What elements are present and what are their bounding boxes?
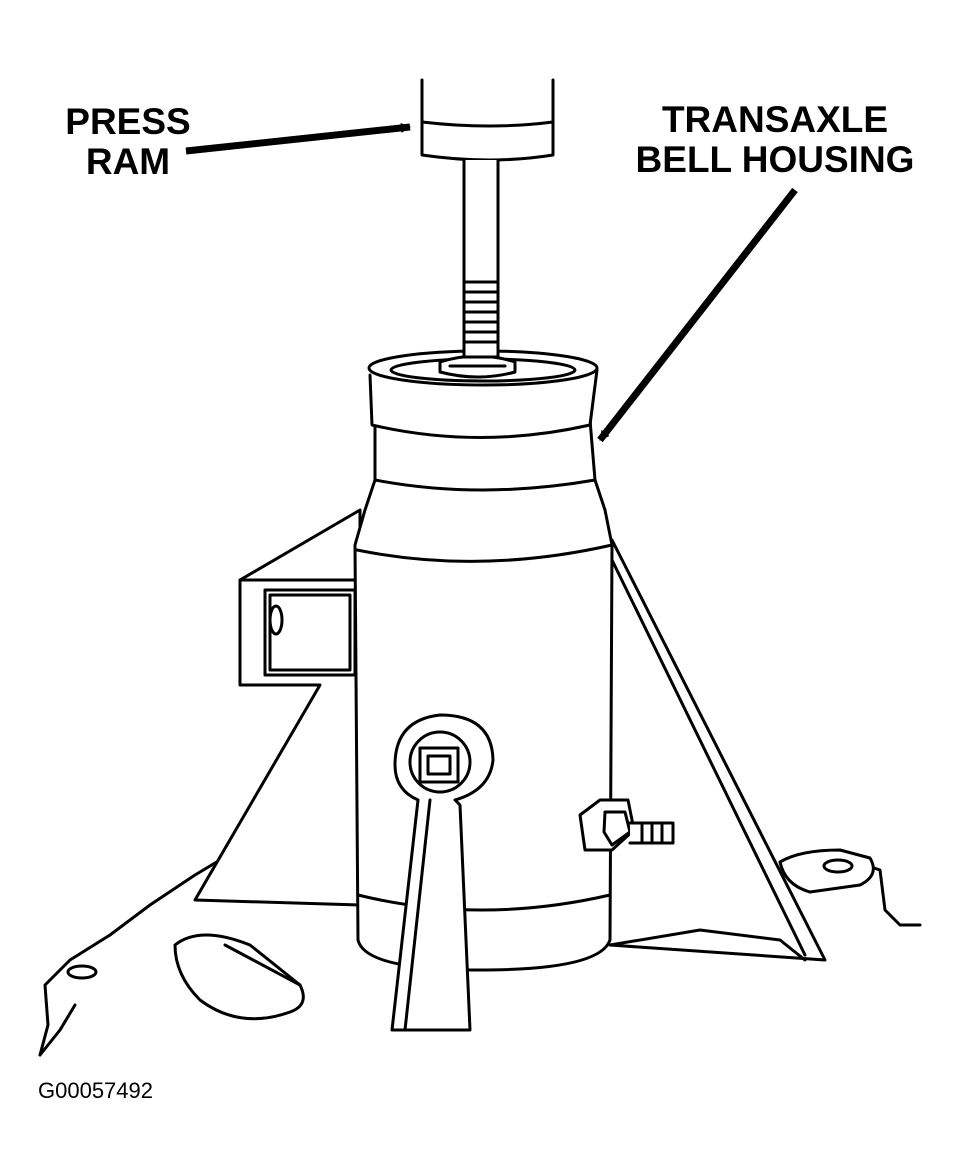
figure-id: G00057492 <box>38 1078 153 1103</box>
bell-housing-label-line-1: TRANSAXLE <box>661 99 889 140</box>
press-ram-arrow <box>185 122 411 155</box>
wrench <box>390 713 495 1032</box>
press-ram-label: PRESS RAM <box>58 102 198 182</box>
bell-housing-arrow <box>597 187 798 443</box>
side-bolt <box>578 798 675 852</box>
press-ram-label-line-2: RAM <box>85 141 171 182</box>
bell-housing-label: TRANSAXLE BELL HOUSING <box>630 100 920 180</box>
bell-housing <box>353 349 614 972</box>
transaxle-case <box>38 848 922 1057</box>
press-ram <box>420 78 555 359</box>
press-ram-label-line-1: PRESS <box>65 101 191 142</box>
bell-housing-label-line-2: BELL HOUSING <box>635 139 915 180</box>
